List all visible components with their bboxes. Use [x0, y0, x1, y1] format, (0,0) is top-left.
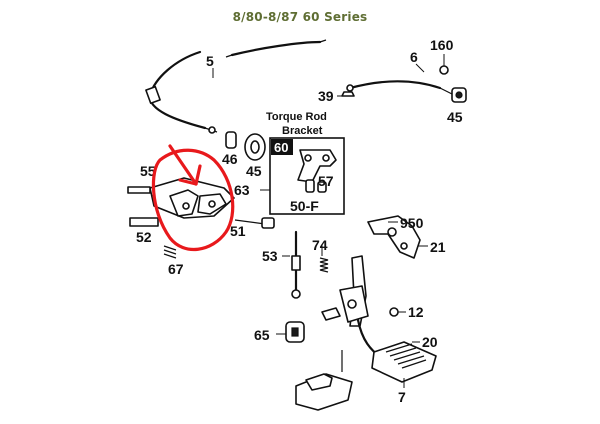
label-45-right: 45: [447, 109, 463, 125]
label-52: 52: [136, 229, 152, 245]
label-63: 63: [234, 182, 250, 198]
label-46: 46: [222, 151, 238, 167]
label-60: 60: [274, 140, 288, 155]
spring-74: [319, 244, 329, 273]
label-12: 12: [408, 304, 424, 320]
bracket-21: [367, 215, 428, 259]
label-950: 950: [400, 215, 424, 231]
label-57: 57: [318, 173, 334, 189]
label-7: 7: [398, 389, 406, 405]
bolt-12: [389, 307, 406, 317]
label-55: 55: [140, 163, 156, 179]
clip-39: [337, 91, 355, 97]
label-67: 67: [168, 261, 184, 277]
label-65: 65: [254, 327, 270, 343]
label-45-left: 45: [246, 163, 262, 179]
cable-5: [145, 39, 327, 134]
pedal-pad: [371, 341, 437, 388]
label-5: 5: [206, 53, 214, 69]
engine-mount-bracket: [127, 177, 275, 259]
bushing-45-46: [225, 131, 266, 161]
label-50f: 50-F: [290, 198, 319, 214]
stopper-65: [276, 321, 305, 343]
label-74: 74: [312, 237, 328, 253]
red-markup-circle: [151, 148, 235, 252]
cable-6: [346, 54, 467, 103]
label-53: 53: [262, 248, 278, 264]
diagram-title: 8/80-8/87 60 Series: [232, 10, 368, 24]
floor-pad: [295, 350, 353, 411]
label-160: 160: [430, 37, 454, 53]
callout-line2: Bracket: [282, 125, 323, 137]
label-39: 39: [318, 88, 334, 104]
label-51: 51: [230, 223, 246, 239]
callout-line1: Torque Rod: [266, 111, 327, 123]
label-21: 21: [430, 239, 446, 255]
red-arrow-icon: [168, 144, 202, 186]
rod-53: [291, 230, 301, 299]
label-20: 20: [422, 334, 438, 350]
pedal-assembly: [321, 255, 386, 362]
torque-rod-bracket-box: Torque Rod Bracket 60: [266, 111, 345, 215]
label-6: 6: [410, 49, 418, 65]
